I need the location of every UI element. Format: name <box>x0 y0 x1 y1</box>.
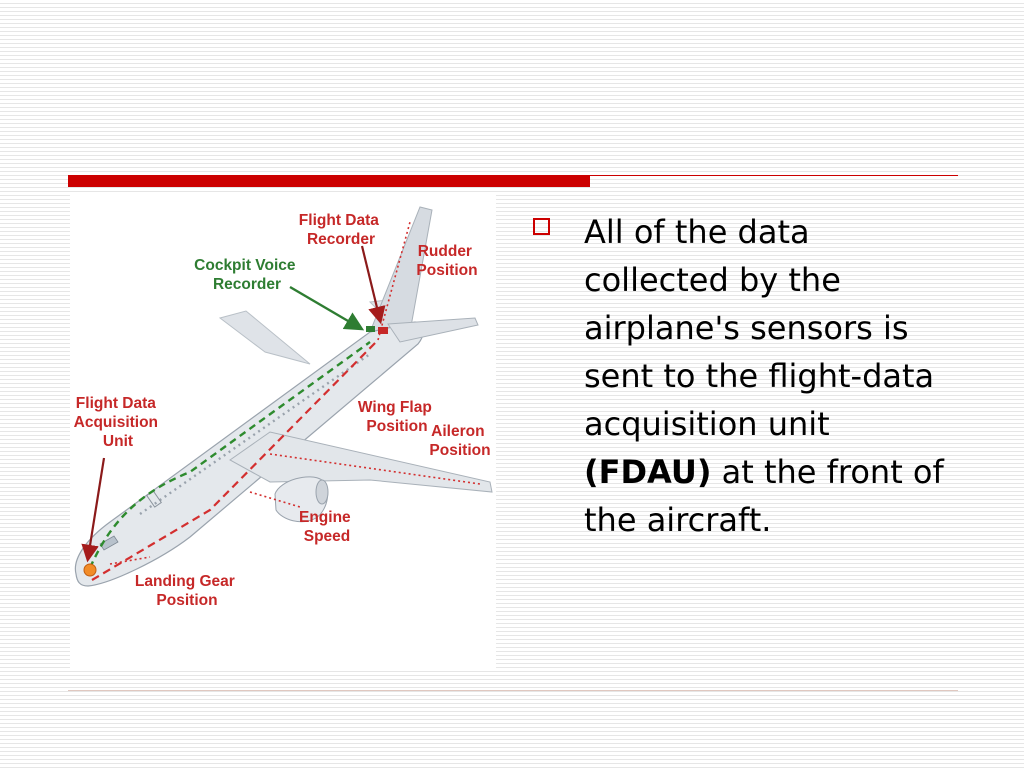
footer-divider <box>68 690 958 691</box>
label-flight-data-recorder: Flight Data Recorder <box>299 212 383 248</box>
near-stabilizer <box>387 317 479 343</box>
far-wing <box>218 310 311 365</box>
airplane-diagram: Flight Data Recorder Cockpit Voice Recor… <box>70 192 496 670</box>
landing-gear-sensor-line <box>109 556 151 565</box>
engine-sensor-line <box>249 491 301 508</box>
wing-sensor-line <box>269 453 481 485</box>
airplane-illustration: Flight Data Recorder Cockpit Voice Recor… <box>74 206 493 609</box>
title-accent-line <box>590 175 958 176</box>
label-engine-speed: Engine Speed <box>299 509 355 545</box>
fdau-pointer <box>81 457 106 563</box>
engine <box>274 476 329 523</box>
cockpit-window <box>99 535 119 551</box>
label-wing-flap-position: Wing Flap Position <box>358 399 436 435</box>
bullet-text: All of the data collected by the airplan… <box>584 208 954 544</box>
near-wing <box>229 431 493 493</box>
data-path-red <box>91 339 379 581</box>
bullet-text-main: All of the data collected by the airplan… <box>584 213 935 443</box>
label-landing-gear-position: Landing Gear Position <box>135 573 239 609</box>
flight-data-recorder-pointer <box>360 245 386 325</box>
bullet-text-end: at the front of the aircraft. <box>584 453 944 539</box>
engine-intake <box>315 479 329 505</box>
label-aileron-position: Aileron Position <box>429 423 490 459</box>
cockpit-voice-recorder-pointer <box>289 285 365 331</box>
bullet-text-bold: (FDAU) <box>584 453 712 491</box>
label-cockpit-voice-recorder: Cockpit Voice Recorder <box>194 257 300 293</box>
label-flight-data-acquisition-unit: Flight Data Acquisition Unit <box>74 395 163 450</box>
cockpit-voice-recorder-box <box>366 326 375 332</box>
fdau-marker <box>83 563 97 577</box>
title-accent-bar <box>68 175 590 187</box>
flight-data-recorder-box <box>378 327 388 334</box>
hollow-square-bullet-icon <box>533 218 550 235</box>
label-rudder-position: Rudder Position <box>416 243 477 279</box>
